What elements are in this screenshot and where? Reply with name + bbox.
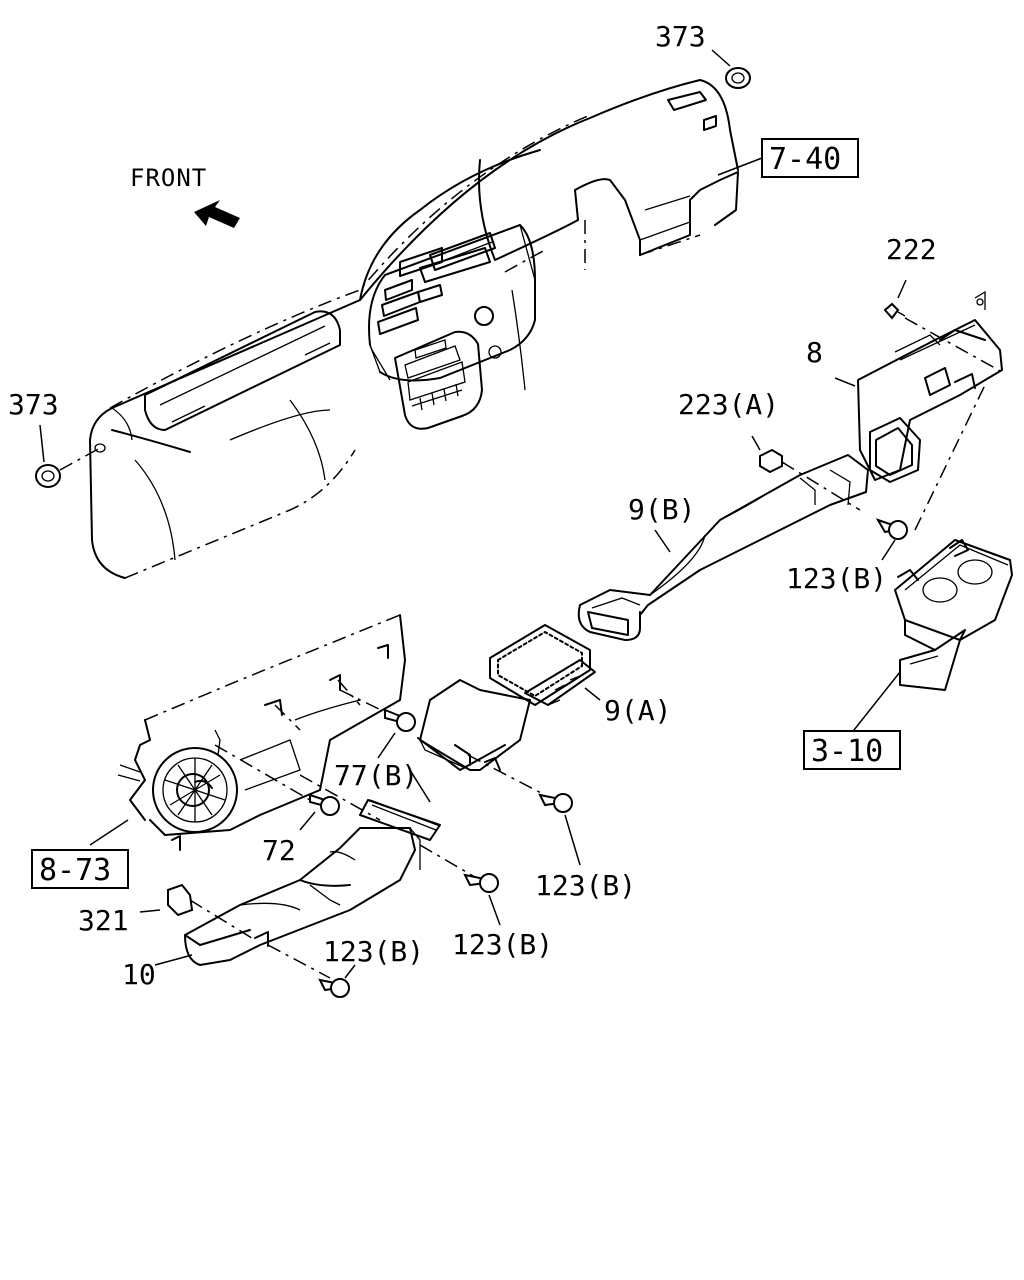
callout-123b-mid: 123(B) — [535, 869, 636, 902]
nut-223a — [751, 435, 861, 511]
screw-72 — [214, 744, 340, 831]
clip-222 — [883, 279, 1003, 373]
svg-text:7-40: 7-40 — [769, 142, 841, 177]
grommet-left — [35, 424, 106, 488]
callout-9a: 9(A) — [604, 694, 671, 727]
ref-box-3-10[interactable]: 3-10 — [803, 730, 901, 770]
console-assembly — [894, 384, 1013, 691]
callout-8: 8 — [806, 336, 823, 369]
bracket-8 — [834, 319, 1003, 483]
callout-10: 10 — [122, 958, 156, 991]
svg-text:8-73: 8-73 — [39, 853, 111, 888]
callout-321: 321 — [78, 904, 129, 937]
clip-321 — [139, 883, 194, 917]
screw-123b-mid — [538, 793, 581, 866]
grommet-top — [711, 49, 751, 89]
duct-9b — [577, 454, 869, 641]
ref-box-7-40[interactable]: 7-40 — [761, 138, 859, 178]
callout-373-left: 373 — [8, 388, 59, 421]
screw-123b-lower — [463, 873, 501, 926]
leader-7-40 — [717, 157, 763, 176]
screw-123b-right — [875, 518, 908, 561]
callout-77b: 77(B) — [334, 759, 418, 792]
screw-77b — [339, 689, 416, 759]
callout-123b-right: 123(B) — [786, 562, 887, 595]
callout-223a: 223(A) — [678, 388, 779, 421]
callout-373-top: 373 — [655, 20, 706, 53]
callout-72: 72 — [262, 834, 296, 867]
duct-9a — [417, 624, 601, 796]
heater-unit — [89, 614, 406, 851]
callout-123b-lower: 123(B) — [452, 928, 553, 961]
svg-text:3-10: 3-10 — [811, 734, 883, 769]
screw-123b-bottom — [318, 964, 356, 998]
ref-box-8-73[interactable]: 8-73 — [31, 849, 129, 889]
leader-3-10 — [849, 671, 901, 736]
callout-123b-bottom: 123(B) — [323, 935, 424, 968]
callout-9b: 9(B) — [628, 493, 695, 526]
duct-10 — [154, 769, 481, 979]
callout-222: 222 — [886, 233, 937, 266]
instrument-panel — [89, 79, 739, 579]
front-arrow-icon — [194, 200, 240, 228]
front-label: FRONT — [130, 164, 207, 192]
